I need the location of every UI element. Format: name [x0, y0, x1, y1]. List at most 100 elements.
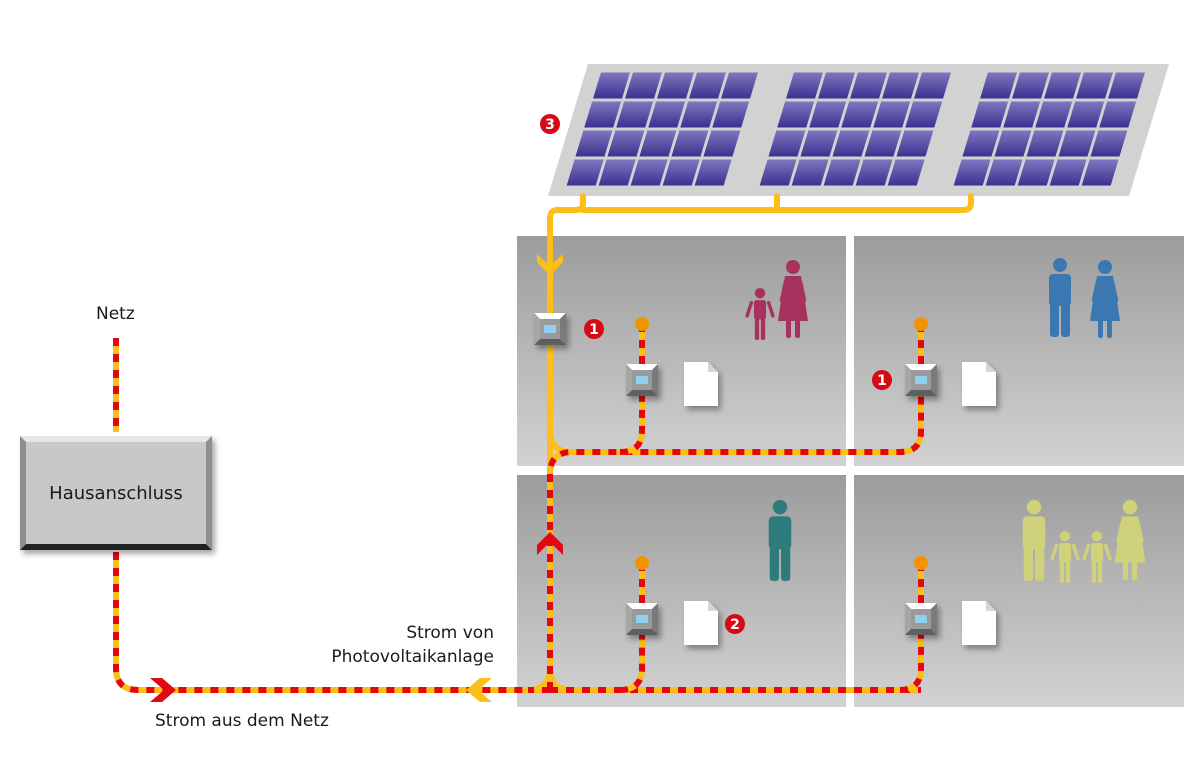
solar-cell	[914, 72, 951, 99]
solar-cell	[1076, 72, 1113, 99]
person-icon-man	[1022, 500, 1046, 581]
solar-cell	[850, 72, 887, 99]
solar-cell	[616, 101, 654, 128]
solar-cell	[1081, 159, 1119, 186]
solar-cell	[566, 159, 604, 186]
solar-cell	[823, 159, 861, 186]
solar-cell	[841, 101, 879, 128]
grid-line-dash	[899, 635, 924, 693]
solar-cell	[584, 101, 622, 128]
solar-cell	[953, 159, 991, 186]
grid-right-arrow-icon	[150, 678, 176, 702]
solar-cell	[768, 130, 806, 157]
pv-left-arrow-icon	[466, 678, 492, 702]
person-icon-woman	[778, 260, 808, 338]
solar-cell	[905, 101, 943, 128]
solar-cell	[971, 101, 1009, 128]
meter-icon-top-left	[626, 364, 658, 396]
badge-2: 2	[725, 614, 745, 634]
solar-cell	[994, 130, 1032, 157]
meter-icon-bottom-left	[626, 603, 658, 635]
solar-cell	[662, 159, 700, 186]
solar-cell	[630, 159, 668, 186]
solar-cell	[1012, 72, 1049, 99]
meter-icon-top-right	[905, 364, 937, 396]
solar-cell	[896, 130, 934, 157]
solar-cell	[671, 130, 709, 157]
hausanschluss-box	[20, 436, 212, 550]
grid-line-dash	[619, 635, 645, 693]
strom-von-label: Strom von	[406, 623, 494, 643]
badge-3-label: 3	[545, 117, 555, 133]
grid-line-dash	[547, 396, 924, 690]
grid-line-dash	[113, 552, 550, 693]
solar-cell	[759, 159, 797, 186]
solar-cell	[786, 72, 823, 99]
solar-cell	[864, 130, 902, 157]
person-icon-man	[1049, 258, 1071, 337]
solar-panel-icon	[741, 64, 975, 196]
solar-cell	[1108, 72, 1145, 99]
solar-cell	[800, 130, 838, 157]
solar-cell	[1044, 72, 1081, 99]
document-icon-bottom-right	[962, 601, 996, 645]
person-icon-woman	[1090, 260, 1120, 338]
solar-cell	[1017, 159, 1055, 186]
grid-line-base	[113, 552, 550, 693]
badge-3: 3	[540, 114, 560, 134]
solar-cell	[694, 159, 732, 186]
solar-cell	[1035, 101, 1073, 128]
solar-cell	[1003, 101, 1041, 128]
grid-line-dash	[619, 396, 645, 455]
solar-cell	[1099, 101, 1137, 128]
solar-panel-array	[548, 64, 1169, 196]
solar-cell	[855, 159, 893, 186]
solar-cell	[575, 130, 613, 157]
solar-cell	[1049, 159, 1087, 186]
solar-panel-icon	[935, 64, 1169, 196]
solar-cell	[1067, 101, 1105, 128]
solar-cell	[832, 130, 870, 157]
badge-1-tenant-label: 1	[877, 373, 887, 389]
solar-cell	[593, 72, 630, 99]
document-icon-top-right	[962, 362, 996, 406]
apartment-top-right	[854, 236, 1184, 466]
person-icon-woman	[1114, 500, 1146, 580]
solar-cell	[985, 159, 1023, 186]
solar-cell	[777, 101, 815, 128]
solar-cell	[980, 72, 1017, 99]
person-icon-man	[768, 500, 792, 581]
netz-label: Netz	[96, 304, 135, 324]
person-icon-child	[1082, 531, 1112, 583]
solar-cell	[657, 72, 694, 99]
solar-cell	[791, 159, 829, 186]
badge-1-pv-label: 1	[589, 322, 599, 338]
solar-cell	[689, 72, 726, 99]
solar-cell	[887, 159, 925, 186]
solar-cell	[721, 72, 758, 99]
grid-up-arrow-icon	[537, 532, 563, 555]
badge-1-pv: 1	[584, 319, 604, 339]
solar-cell	[703, 130, 741, 157]
solar-cell	[680, 101, 718, 128]
solar-cell	[712, 101, 750, 128]
photovoltaikanlage-label: Photovoltaikanlage	[331, 647, 494, 667]
meter-tap-icons	[635, 317, 928, 570]
solar-cell	[809, 101, 847, 128]
meter-icon-bottom-right	[905, 603, 937, 635]
solar-cell	[873, 101, 911, 128]
document-icon-bottom-left	[684, 601, 718, 645]
apartment-top-left	[517, 236, 846, 466]
solar-cell	[625, 72, 662, 99]
solar-cell	[1058, 130, 1096, 157]
badge-1-tenant: 1	[872, 370, 892, 390]
solar-cell	[818, 72, 855, 99]
pv-down-arrow-icon	[537, 254, 563, 276]
solar-cell	[962, 130, 1000, 157]
pv-main-meter-icon	[534, 313, 566, 345]
solar-panel-icon	[548, 64, 782, 196]
solar-cell	[882, 72, 919, 99]
document-icon-top-left	[684, 362, 718, 406]
solar-cell	[639, 130, 677, 157]
